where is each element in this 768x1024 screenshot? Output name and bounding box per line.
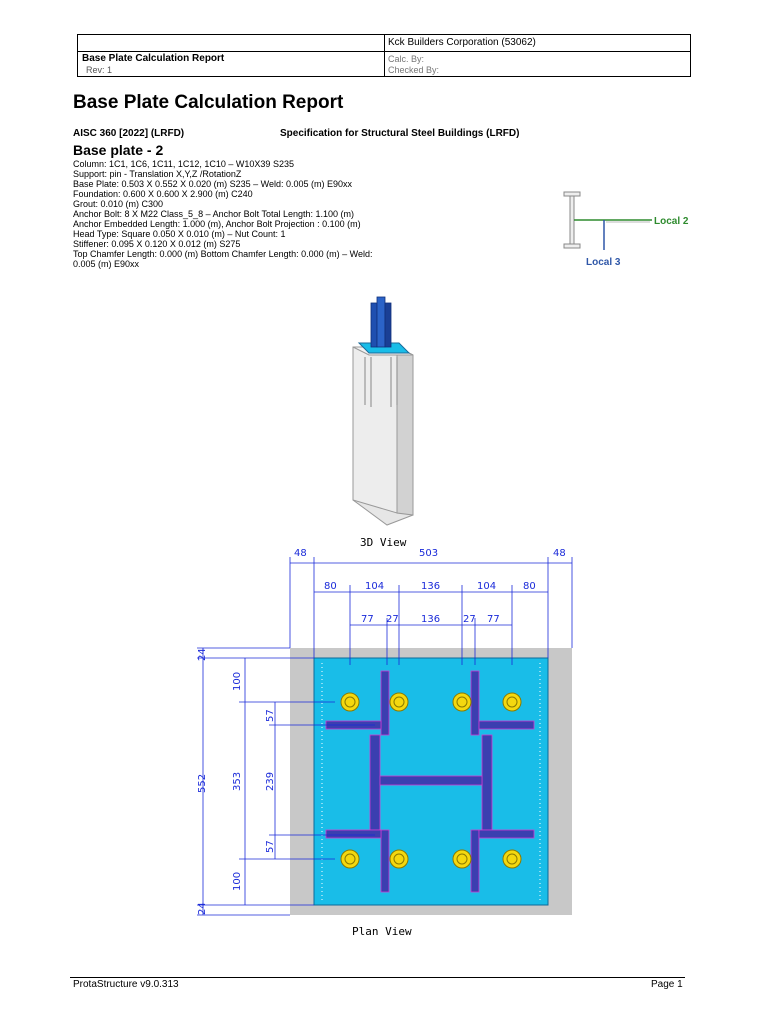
detail-line: Grout: 0.010 (m) C300: [73, 199, 164, 209]
detail-line: Anchor Embedded Length: 1.000 (m), Ancho…: [73, 219, 361, 229]
plan-view: 48 503 48 80 104 136 104 80 77 27 136 27…: [197, 548, 573, 916]
local-2-label: Local 2: [654, 216, 689, 227]
header-revision: Rev: 1: [86, 65, 113, 75]
dim-top-row3: 77: [361, 614, 374, 625]
base-plate-3d-view: [352, 296, 414, 526]
checked-by-label: Checked By:: [388, 65, 440, 75]
header-divider-horizontal: [78, 51, 690, 52]
dim-top-row2: 80: [324, 581, 337, 592]
anchor-bolts-3d: [364, 357, 398, 407]
dim-top-row2: 136: [421, 581, 440, 592]
footer-software: ProtaStructure v9.0.313: [73, 979, 179, 990]
detail-line: Support: pin - Translation X,Y,Z /Rotati…: [73, 169, 242, 179]
local-3-label: Local 3: [586, 257, 621, 268]
footer-page-number: Page 1: [651, 979, 683, 990]
dim-top-outer-right: 48: [553, 548, 566, 559]
dim-left-outer-bottom: 24: [197, 902, 208, 915]
dim-top-row2: 80: [523, 581, 536, 592]
detail-line: Top Chamfer Length: 0.000 (m) Bottom Cha…: [73, 249, 373, 269]
page-title: Base Plate Calculation Report: [73, 92, 344, 113]
dim-left-row2: 100: [232, 872, 243, 891]
dimension-lines: [197, 557, 573, 916]
dim-top-row2: 104: [365, 581, 384, 592]
detail-line: Anchor Bolt: 8 X M22 Class_5_8 – Anchor …: [73, 209, 354, 219]
detail-line: Foundation: 0.600 X 0.600 X 2.900 (m) C2…: [73, 189, 253, 199]
detail-line: Head Type: Square 0.050 X 0.010 (m) – Nu…: [73, 229, 286, 239]
header-divider-vertical: [384, 35, 385, 76]
dim-top-row3: 136: [421, 614, 440, 625]
dim-left-row3: 57: [265, 709, 276, 722]
column-3d: [370, 296, 392, 348]
local-axis-diagram: Local 2 Local 3: [563, 191, 689, 268]
calc-by-label: Calc. By:: [388, 54, 425, 64]
detail-line: Column: 1C1, 1C6, 1C11, 1C12, 1C10 – W10…: [73, 159, 294, 169]
dim-left-row3: 57: [265, 840, 276, 853]
detail-line: Base Plate: 0.503 X 0.552 X 0.020 (m) S2…: [73, 179, 352, 189]
base-plate-title: Base plate - 2: [73, 142, 164, 158]
company-name: Kck Builders Corporation (53062): [388, 37, 536, 48]
dim-left-outer-top: 24: [197, 648, 208, 661]
dim-top-row3: 27: [386, 614, 399, 625]
dim-left-row2: 353: [232, 772, 243, 791]
spec-name: Specification for Structural Steel Build…: [280, 128, 520, 139]
dim-left-row2: 100: [232, 672, 243, 691]
dim-top-row3: 27: [463, 614, 476, 625]
dim-left-row3: 239: [265, 772, 276, 791]
3d-view-label: 3D View: [360, 536, 407, 549]
spec-code: AISC 360 [2022] (LRFD): [73, 128, 185, 139]
header-report-title: Base Plate Calculation Report: [82, 53, 225, 64]
footer-divider: [70, 977, 685, 978]
dim-top-outer-mid: 503: [419, 548, 438, 559]
plan-view-label: Plan View: [352, 925, 412, 938]
base-plate-details: Column: 1C1, 1C6, 1C11, 1C12, 1C10 – W10…: [73, 159, 373, 269]
dim-top-row3: 77: [487, 614, 500, 625]
anchor-bolts: [340, 692, 522, 869]
dim-top-outer-left: 48: [294, 548, 307, 559]
dim-left-outer-mid: 552: [197, 774, 208, 793]
header-table: Kck Builders Corporation (53062) Base Pl…: [77, 34, 691, 77]
foundation-pier: [352, 346, 414, 526]
detail-line: Stiffener: 0.095 X 0.120 X 0.012 (m) S27…: [73, 239, 241, 249]
dim-top-row2: 104: [477, 581, 496, 592]
